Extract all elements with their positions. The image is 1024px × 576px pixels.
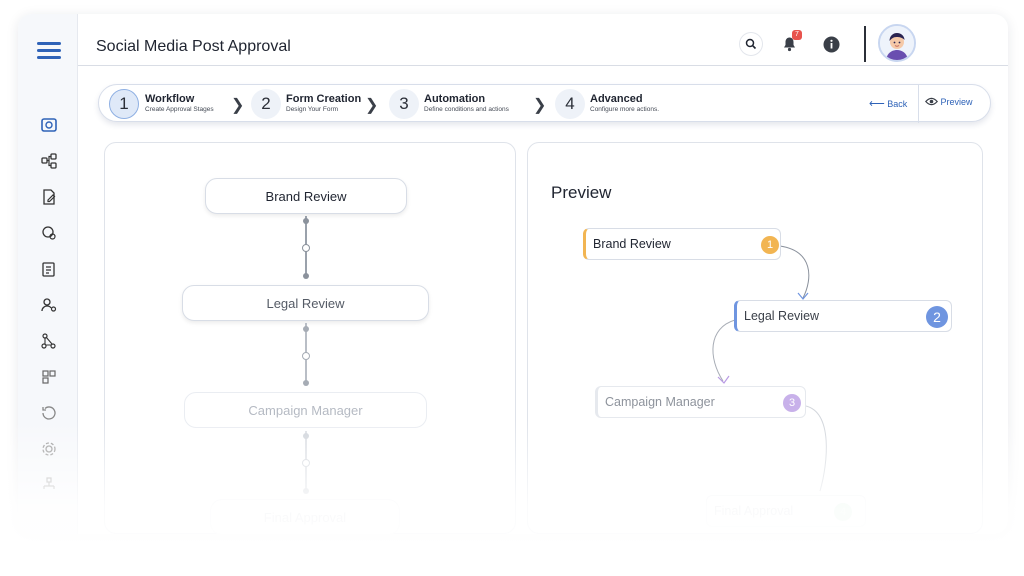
step-subtitle: Configure more actions.	[590, 106, 660, 113]
preview-node-label: Final Approval	[714, 504, 794, 518]
stepper-divider	[918, 85, 919, 123]
step-number: 3	[389, 89, 419, 119]
preview-label: Preview	[940, 97, 973, 107]
hierarchy-icon[interactable]	[38, 474, 60, 496]
history-icon[interactable]	[38, 402, 60, 424]
stepper: 1 Workflow Create Approval Stages ❯ 2 Fo…	[98, 84, 991, 123]
stage-number-badge: 4	[834, 503, 852, 521]
settings-icon[interactable]	[38, 438, 60, 460]
step-number: 2	[251, 89, 281, 119]
chevron-right-icon: ❯	[533, 97, 547, 114]
form-edit-icon[interactable]	[38, 186, 60, 208]
stage-number-badge: 1	[761, 236, 779, 254]
workflow-node[interactable]: Brand Review	[205, 178, 407, 214]
step-subtitle: Create Approval Stages	[145, 106, 214, 113]
automation-icon[interactable]	[38, 222, 60, 244]
search-icon[interactable]	[740, 33, 762, 55]
preview-node-label: Brand Review	[593, 237, 671, 251]
connector-dot	[303, 488, 309, 494]
preview-node-label: Campaign Manager	[605, 395, 715, 409]
step-title: Automation	[424, 93, 486, 105]
stage-number-badge: 2	[926, 306, 948, 328]
preview-node[interactable]: Campaign Manager 3	[595, 386, 806, 418]
add-stage-icon[interactable]	[302, 459, 310, 467]
preview-node-label: Legal Review	[744, 309, 820, 323]
documents-icon[interactable]	[38, 258, 60, 280]
avatar[interactable]	[878, 24, 916, 62]
eye-icon	[924, 97, 941, 107]
sidebar	[18, 14, 78, 534]
page-title: Social Media Post Approval	[96, 38, 291, 55]
back-button[interactable]: ⟵ Back	[869, 97, 907, 110]
menu-icon[interactable]	[37, 42, 61, 60]
step-title: Advanced	[590, 93, 643, 105]
workflow-node[interactable]: Legal Review	[182, 285, 429, 321]
step-title: Workflow	[145, 93, 195, 105]
header: Social Media Post Approval 7	[78, 14, 1008, 66]
network-icon[interactable]	[38, 330, 60, 352]
add-stage-icon[interactable]	[302, 244, 310, 252]
preview-connectors	[712, 245, 827, 492]
workflow-icon[interactable]	[38, 150, 60, 172]
app-window: Social Media Post Approval 7 1	[18, 14, 1008, 534]
connector-dot	[303, 433, 309, 439]
preview-node[interactable]: Legal Review 2	[734, 300, 952, 332]
arrow-left-icon: ⟵	[869, 98, 885, 110]
stage-number-badge: 3	[783, 394, 801, 412]
connector-dot	[303, 380, 309, 386]
back-label: Back	[887, 99, 908, 109]
bell-icon[interactable]	[778, 33, 800, 55]
add-stage-icon[interactable]	[302, 352, 310, 360]
preview-node[interactable]: Final Approval 4	[706, 495, 866, 527]
connector-dot	[303, 273, 309, 279]
preview-panel: Preview Brand Review 1 Legal Review 2 Ca…	[527, 142, 983, 534]
dashboard-icon[interactable]	[38, 114, 60, 136]
step-subtitle: Define conditions and actions	[424, 106, 509, 113]
chevron-right-icon: ❯	[231, 97, 245, 114]
connector-dot	[303, 218, 309, 224]
step-subtitle: Design Your Form	[286, 106, 339, 113]
header-divider	[864, 26, 866, 62]
step-title: Form Creation	[286, 93, 362, 105]
step-number: 4	[555, 89, 585, 119]
user-settings-icon[interactable]	[38, 294, 60, 316]
preview-node[interactable]: Brand Review 1	[583, 228, 781, 260]
workflow-node[interactable]: Campaign Manager	[184, 392, 427, 428]
connector-dot	[303, 326, 309, 332]
chevron-right-icon: ❯	[365, 97, 379, 114]
preview-title: Preview	[551, 183, 612, 202]
workflow-builder-panel: Brand Review Legal Review Campaign Manag…	[104, 142, 516, 534]
preview-button[interactable]: Preview	[924, 97, 973, 107]
step-number: 1	[109, 89, 139, 119]
notification-badge: 7	[792, 30, 802, 40]
modules-icon[interactable]	[38, 366, 60, 388]
workflow-node[interactable]: Final Approval	[210, 499, 400, 534]
info-icon[interactable]	[820, 33, 842, 55]
